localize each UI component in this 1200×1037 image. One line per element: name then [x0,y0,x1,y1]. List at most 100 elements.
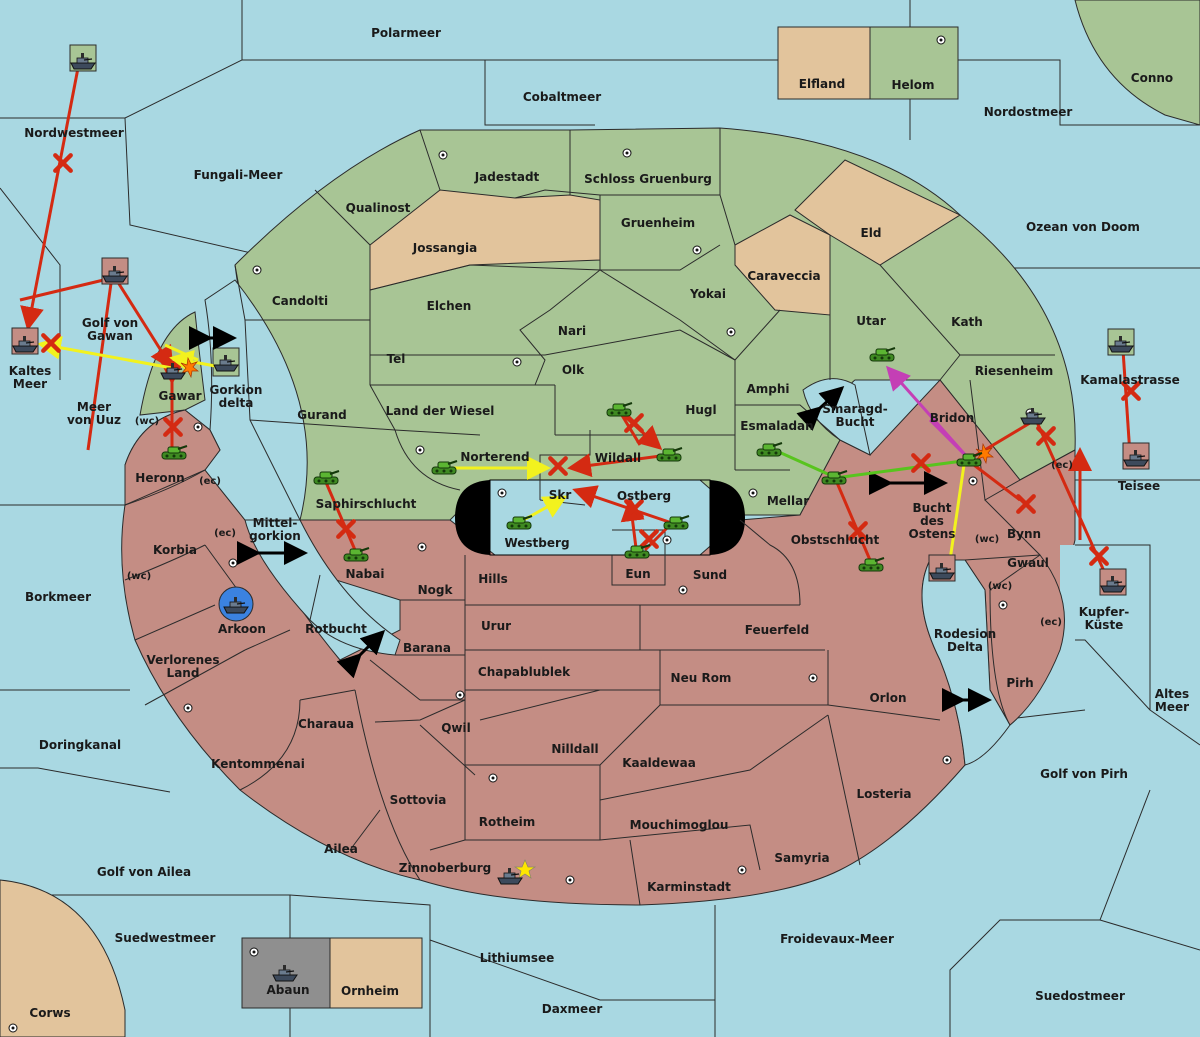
label-gawar: Gawar [158,389,201,403]
battle-markers [180,356,994,879]
label-heronn: Heronn [135,471,184,485]
label-gurand: Gurand [297,408,347,422]
label-bynn: Bynn [1007,527,1041,541]
label-teisee: Teisee [1118,479,1160,493]
label-rotheim: Rotheim [479,815,536,829]
label-kupfer-kueste: Kupfer-Küste [1079,605,1129,632]
connector-arrows [189,326,992,712]
label-arkoon: Arkoon [218,622,266,636]
coast-gwaul-wc: (wc) [988,581,1012,592]
label-nordwestmeer: Nordwestmeer [24,126,124,140]
explosion-icon [975,442,994,465]
label-ozean-von-doom: Ozean von Doom [1026,220,1140,234]
label-gruenheim: Gruenheim [621,216,695,230]
label-losteria: Losteria [856,787,911,801]
label-sund: Sund [693,568,727,582]
label-helom: Helom [891,78,934,92]
label-esmaladan: Esmaladan [740,419,813,433]
explosion-icon [180,356,199,379]
region-pirh[interactable] [989,554,1065,726]
label-eld: Eld [861,226,882,240]
region-rodesion-delta[interactable] [921,559,1011,766]
coast-gwaul-ec: (ec) [1040,617,1062,628]
label-ostberg: Ostberg [617,489,671,503]
label-schloss-gruenburg: Schloss Gruenburg [584,172,712,186]
label-nari: Nari [558,324,586,338]
region-corws[interactable] [0,879,126,1037]
label-kaaldewaa: Kaaldewaa [622,756,696,770]
region-elfland[interactable] [777,26,871,100]
label-bridon: Bridon [930,411,975,425]
province-borders [124,128,1076,906]
label-kath: Kath [951,315,983,329]
coast-teisee-ec: (ec) [1051,460,1073,471]
label-chapablublek: Chapablublek [478,665,571,679]
label-borkmeer: Borkmeer [25,590,91,604]
label-smaragd-bucht: Smaragd-Bucht [822,402,887,429]
label-suedwestmeer: Suedwestmeer [115,931,216,945]
region-ornheim[interactable] [329,937,423,1009]
label-elchen: Elchen [427,299,472,313]
label-caraveccia: Caraveccia [747,269,820,283]
label-skr: Skr [549,488,572,502]
label-daxmeer: Daxmeer [542,1002,603,1016]
coast-bynn-wc: (wc) [975,534,999,545]
label-obstschlucht: Obstschlucht [791,533,880,547]
label-riesenheim: Riesenheim [975,364,1054,378]
label-tel: Tel [387,352,406,366]
label-doringkanal: Doringkanal [39,738,121,752]
label-feuerfeld: Feuerfeld [745,623,810,637]
label-nilldall: Nilldall [551,742,598,756]
label-zinnoberburg: Zinnoberburg [399,861,491,875]
label-gwaul: Gwaul [1007,556,1049,570]
label-nogk: Nogk [418,583,454,597]
land-mass [121,127,1076,906]
label-land-der-wiesel: Land der Wiesel [386,404,495,418]
label-kentommenai: Kentommenai [211,757,305,771]
label-yokai: Yokai [689,287,726,301]
label-westberg: Westberg [504,536,569,550]
label-fungali-meer: Fungali-Meer [194,168,283,182]
coast-heronn-ec: (ec) [199,476,221,487]
label-pirh: Pirh [1006,676,1033,690]
label-nabai: Nabai [346,567,385,581]
label-rotbucht: Rotbucht [305,622,367,636]
label-candolti: Candolti [272,294,328,308]
region-conno[interactable] [1074,0,1200,126]
label-qualinost: Qualinost [346,201,411,215]
label-sottovia: Sottovia [390,793,447,807]
label-barana: Barana [403,641,451,655]
label-nordostmeer: Nordostmeer [984,105,1073,119]
label-mellar: Mellar [767,494,809,508]
label-ailea: Ailea [324,842,358,856]
skr-ring-left [455,480,490,555]
label-mittelgorkion: Mittel-gorkion [249,516,301,543]
label-neu-rom: Neu Rom [671,671,732,685]
label-amphi: Amphi [746,382,789,396]
skr-ring-right [710,480,745,555]
label-golf-von-ailea: Golf von Ailea [97,865,191,879]
label-cobaltmeer: Cobaltmeer [523,90,601,104]
label-ornheim: Ornheim [341,984,399,998]
label-polarmeer: Polarmeer [371,26,441,40]
label-suedostmeer: Suedostmeer [1035,989,1125,1003]
label-saphirschlucht: Saphirschlucht [316,497,417,511]
label-jadestadt: Jadestadt [474,170,540,184]
label-utar: Utar [856,314,886,328]
label-abaun: Abaun [266,983,309,997]
label-korbia: Korbia [153,543,197,557]
label-froidevaux-meer: Froidevaux-Meer [780,932,894,946]
star-icon [513,859,537,879]
label-lithiumsee: Lithiumsee [480,951,555,965]
label-samyria: Samyria [774,851,829,865]
label-olk: Olk [562,363,585,377]
label-corws: Corws [29,1006,70,1020]
label-orlon: Orlon [869,691,906,705]
